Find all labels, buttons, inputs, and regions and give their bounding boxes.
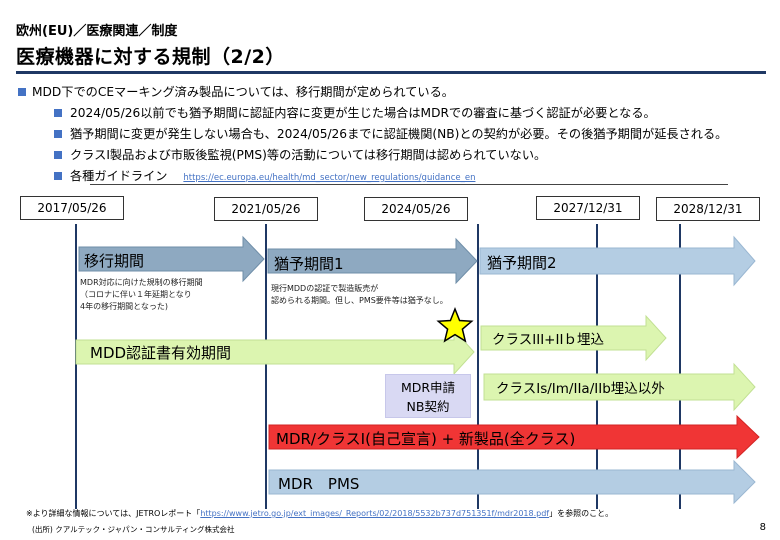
timeline-line-2027 (596, 224, 598, 509)
star-icon (436, 306, 474, 343)
grace-period-1-arrow (267, 237, 478, 285)
page-number: 8 (759, 522, 766, 533)
bullet-square-icon (54, 109, 62, 117)
date-2028: 2028/12/31 (656, 197, 760, 221)
bullet-sub-3: クラスI製品および市販後監視(PMS)等の活動については移行期間は認められていな… (18, 145, 758, 166)
transition-period-arrow (78, 235, 265, 283)
bullet-sub-text: 猶予期間に変更が発生しない場合も、2024/05/26までに認証機関(NB)との… (70, 127, 728, 141)
bullet-square-icon (54, 151, 62, 159)
date-2021: 2021/05/26 (214, 197, 318, 221)
timeline-line-2024 (477, 224, 479, 509)
date-2024: 2024/05/26 (364, 197, 468, 221)
bullet-square-icon (54, 172, 62, 180)
mdr-pms-arrow (268, 459, 756, 505)
grace-period-2-label: 猶予期間2 (487, 254, 557, 272)
bullet-sub-2: 猶予期間に変更が発生しない場合も、2024/05/26までに認証機関(NB)との… (18, 124, 758, 145)
class-other-label: クラスIs/Im/IIa/IIb埋込以外 (496, 381, 665, 397)
guideline-link[interactable]: https://ec.europa.eu/health/md_sector/ne… (183, 173, 476, 183)
class3-label: クラスIII+IIｂ埋込 (492, 332, 604, 348)
bullet-sub-text: 各種ガイドライン (70, 169, 168, 183)
mdr-application-line-2: NB契約 (406, 399, 450, 414)
title-divider (16, 71, 766, 74)
grace-period-2-arrow (479, 235, 756, 287)
mdd-cert-label: MDD認証書有効期間 (90, 344, 232, 362)
transition-period-label: 移行期間 (84, 252, 145, 270)
page-title: 医療機器に対する規制（2/2） (16, 46, 285, 68)
mdr-application-box: MDR申請 NB契約 (385, 374, 471, 418)
class3-arrow (480, 314, 667, 362)
grace-period-1-label: 猶予期間1 (274, 255, 344, 273)
bullet-sub-text: 2024/05/26以前でも猶予期間に認証内容に変更が生じた場合はMDRでの審査… (70, 106, 656, 120)
grace-period-1-note: 現行MDDの認証で製造販売が 認められる期間。但し、PMS要件等は猶予なし。 (271, 284, 448, 305)
jetro-report-link[interactable]: https://www.jetro.go.jp/ext_images/_Repo… (200, 509, 550, 518)
bullet-main: MDD下でのCEマーキング済み製品については、移行期間が定められている。 (18, 82, 758, 103)
bullet-list: MDD下でのCEマーキング済み製品については、移行期間が定められている。 202… (18, 82, 758, 189)
mdr-pms-label: MDR PMS (278, 475, 360, 493)
mdr-application-line-1: MDR申請 (400, 380, 456, 395)
bullet-sub-4: 各種ガイドライン https://ec.europa.eu/health/md_… (18, 166, 758, 189)
date-2017: 2017/05/26 (20, 196, 124, 220)
transition-period-note: MDR対応に向けた規制の移行期間 （コロナに伴い１年延期となり 4年の移行期間と… (80, 278, 203, 311)
bullet-sub-1: 2024/05/26以前でも猶予期間に認証内容に変更が生じた場合はMDRでの審査… (18, 103, 758, 124)
class-other-arrow (483, 362, 756, 412)
mdr-class1-arrow (268, 414, 760, 460)
source-note: (出所) クアルテック・ジャパン・コンサルティング株式会社 (32, 525, 235, 534)
timeline-line-2017 (75, 224, 77, 509)
bullet-sub-text: クラスI製品および市販後監視(PMS)等の活動については移行期間は認められていな… (70, 148, 547, 162)
mdd-cert-arrow (75, 328, 475, 376)
bullet-square-icon (54, 130, 62, 138)
bullet-square-icon (18, 88, 26, 96)
date-2027: 2027/12/31 (536, 196, 640, 220)
timeline-line-2028 (679, 224, 681, 509)
category-breadcrumb: 欧州(EU)／医療関連／制度 (16, 24, 178, 39)
timeline-line-2021 (265, 224, 267, 509)
bullet-main-text: MDD下でのCEマーキング済み製品については、移行期間が定められている。 (32, 85, 454, 99)
mdr-class1-label: MDR/クラスⅠ(自己宣言) + 新製品(全クラス) (276, 430, 576, 448)
footnote: ※より詳細な情報については、JETROレポート「https://www.jetr… (26, 509, 614, 518)
bullet-divider (90, 184, 728, 185)
